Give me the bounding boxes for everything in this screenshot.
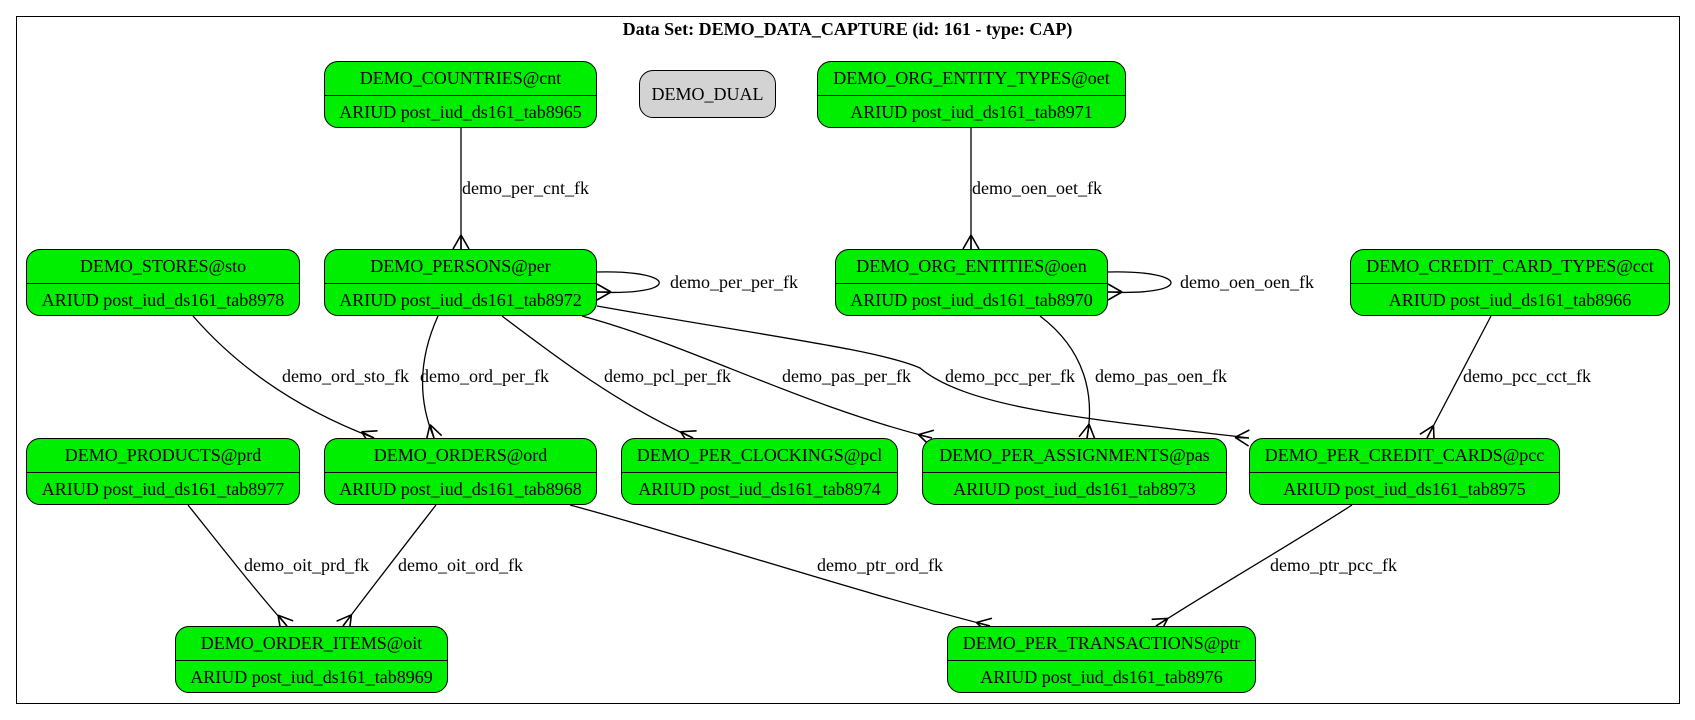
dataset-cluster (16, 16, 1680, 704)
crowfoot-cnt-per (452, 234, 470, 250)
node-name: DEMO_STORES@sto (79, 256, 247, 276)
edge-per-per (596, 271, 660, 294)
node-trigger: ARIUD post_iud_ds161_tab8971 (818, 95, 1125, 127)
node-trigger: ARIUD post_iud_ds161_tab8978 (27, 283, 299, 315)
edge-oen-oen (1107, 271, 1172, 294)
crowfoot-per-per (596, 283, 612, 301)
dataset-title: Data Set: DEMO_DATA_CAPTURE (id: 161 - t… (622, 19, 1073, 39)
node-name: DEMO_ORDER_ITEMS@oit (200, 633, 423, 653)
edge-pcc-ptr (1155, 504, 1353, 627)
crowfoot-oen-oen (1107, 283, 1123, 301)
node-demo-orders[interactable]: DEMO_ORDERS@ord ARIUD post_iud_ds161_tab… (324, 438, 597, 505)
edge-label-oen-oen: demo_oen_oen_fk (1180, 272, 1314, 292)
node-trigger: ARIUD post_iud_ds161_tab8977 (27, 472, 299, 504)
edge-oen-pas (1039, 315, 1091, 439)
edge-label-per-ord: demo_ord_per_fk (420, 366, 549, 386)
node-trigger: ARIUD post_iud_ds161_tab8974 (622, 472, 897, 504)
edge-label-per-per: demo_per_per_fk (670, 272, 798, 292)
node-trigger: ARIUD post_iud_ds161_tab8973 (923, 472, 1226, 504)
crowfoot-per-ord (425, 424, 443, 441)
edge-ord-ptr (569, 504, 991, 627)
node-demo-org-entity-types[interactable]: DEMO_ORG_ENTITY_TYPES@oet ARIUD post_iud… (817, 61, 1126, 128)
crowfoot-per-pcc (1234, 429, 1250, 447)
edge-label-prd-oit: demo_oit_prd_fk (244, 555, 369, 575)
node-name: DEMO_PERSONS@per (370, 256, 551, 276)
node-name: DEMO_CREDIT_CARD_TYPES@cct (1366, 256, 1654, 276)
edge-label-ord-oit: demo_oit_ord_fk (398, 555, 523, 575)
node-name: DEMO_COUNTRIES@cnt (359, 68, 562, 88)
node-demo-dual[interactable]: DEMO_DUAL (639, 70, 776, 118)
node-demo-countries[interactable]: DEMO_COUNTRIES@cnt ARIUD post_iud_ds161_… (324, 61, 597, 128)
edge-label-per-pcl: demo_pcl_per_fk (604, 366, 731, 386)
edge-per-pcc (596, 305, 1250, 439)
edge-label-cnt-per: demo_per_cnt_fk (462, 178, 589, 198)
node-name: DEMO_PER_TRANSACTIONS@ptr (962, 633, 1241, 653)
node-name: DEMO_PRODUCTS@prd (64, 445, 262, 465)
node-demo-per-transactions[interactable]: DEMO_PER_TRANSACTIONS@ptr ARIUD post_iud… (947, 626, 1256, 693)
node-trigger: ARIUD post_iud_ds161_tab8972 (325, 283, 596, 315)
node-demo-order-items[interactable]: DEMO_ORDER_ITEMS@oit ARIUD post_iud_ds16… (175, 626, 448, 693)
node-demo-org-entities[interactable]: DEMO_ORG_ENTITIES@oen ARIUD post_iud_ds1… (835, 249, 1108, 316)
node-demo-stores[interactable]: DEMO_STORES@sto ARIUD post_iud_ds161_tab… (26, 249, 300, 316)
node-trigger: ARIUD post_iud_ds161_tab8966 (1351, 283, 1669, 315)
edge-sto-ord (192, 315, 375, 439)
node-trigger: ARIUD post_iud_ds161_tab8975 (1250, 472, 1559, 504)
node-trigger: ARIUD post_iud_ds161_tab8970 (836, 283, 1107, 315)
node-name: DEMO_ORG_ENTITIES@oen (856, 256, 1087, 276)
edge-label-oet-oen: demo_oen_oet_fk (972, 178, 1102, 198)
node-trigger: ARIUD post_iud_ds161_tab8976 (948, 660, 1255, 692)
edge-label-pcc-ptr: demo_ptr_pcc_fk (1270, 555, 1397, 575)
node-demo-per-clockings[interactable]: DEMO_PER_CLOCKINGS@pcl ARIUD post_iud_ds… (621, 438, 898, 505)
edge-ord-oit (342, 504, 437, 627)
crowfoot-oen-pas (1078, 423, 1096, 440)
edge-label-sto-ord: demo_ord_sto_fk (282, 366, 409, 386)
node-trigger: ARIUD post_iud_ds161_tab8965 (325, 95, 596, 127)
node-name: DEMO_PER_CREDIT_CARDS@pcc (1264, 445, 1545, 465)
node-name: DEMO_PER_ASSIGNMENTS@pas (939, 445, 1210, 465)
edge-label-per-pcc: demo_pcc_per_fk (945, 366, 1075, 386)
edge-label-per-pas: demo_pas_per_fk (782, 366, 911, 386)
edge-label-oen-pas: demo_pas_oen_fk (1095, 366, 1227, 386)
node-trigger: ARIUD post_iud_ds161_tab8968 (325, 472, 596, 504)
edge-label-ord-ptr: demo_ptr_ord_fk (817, 555, 943, 575)
node-name: DEMO_ORG_ENTITY_TYPES@oet (833, 68, 1110, 88)
node-name: DEMO_ORDERS@ord (373, 445, 548, 465)
node-demo-products[interactable]: DEMO_PRODUCTS@prd ARIUD post_iud_ds161_t… (26, 438, 300, 505)
edge-per-pas (581, 315, 933, 439)
node-demo-persons[interactable]: DEMO_PERSONS@per ARIUD post_iud_ds161_ta… (324, 249, 597, 316)
edge-per-pcl (501, 315, 694, 439)
node-demo-per-credit-cards[interactable]: DEMO_PER_CREDIT_CARDS@pcc ARIUD post_iud… (1249, 438, 1560, 505)
edge-cct-pcc (1426, 315, 1492, 439)
node-demo-credit-card-types[interactable]: DEMO_CREDIT_CARD_TYPES@cct ARIUD post_iu… (1350, 249, 1670, 316)
node-name: DEMO_PER_CLOCKINGS@pcl (636, 445, 883, 465)
node-demo-per-assignments[interactable]: DEMO_PER_ASSIGNMENTS@pas ARIUD post_iud_… (922, 438, 1227, 505)
edge-label-cct-pcc: demo_pcc_cct_fk (1463, 366, 1591, 386)
crowfoot-oet-oen (962, 234, 980, 250)
edge-prd-oit (187, 504, 288, 627)
node-trigger: ARIUD post_iud_ds161_tab8969 (176, 660, 447, 692)
